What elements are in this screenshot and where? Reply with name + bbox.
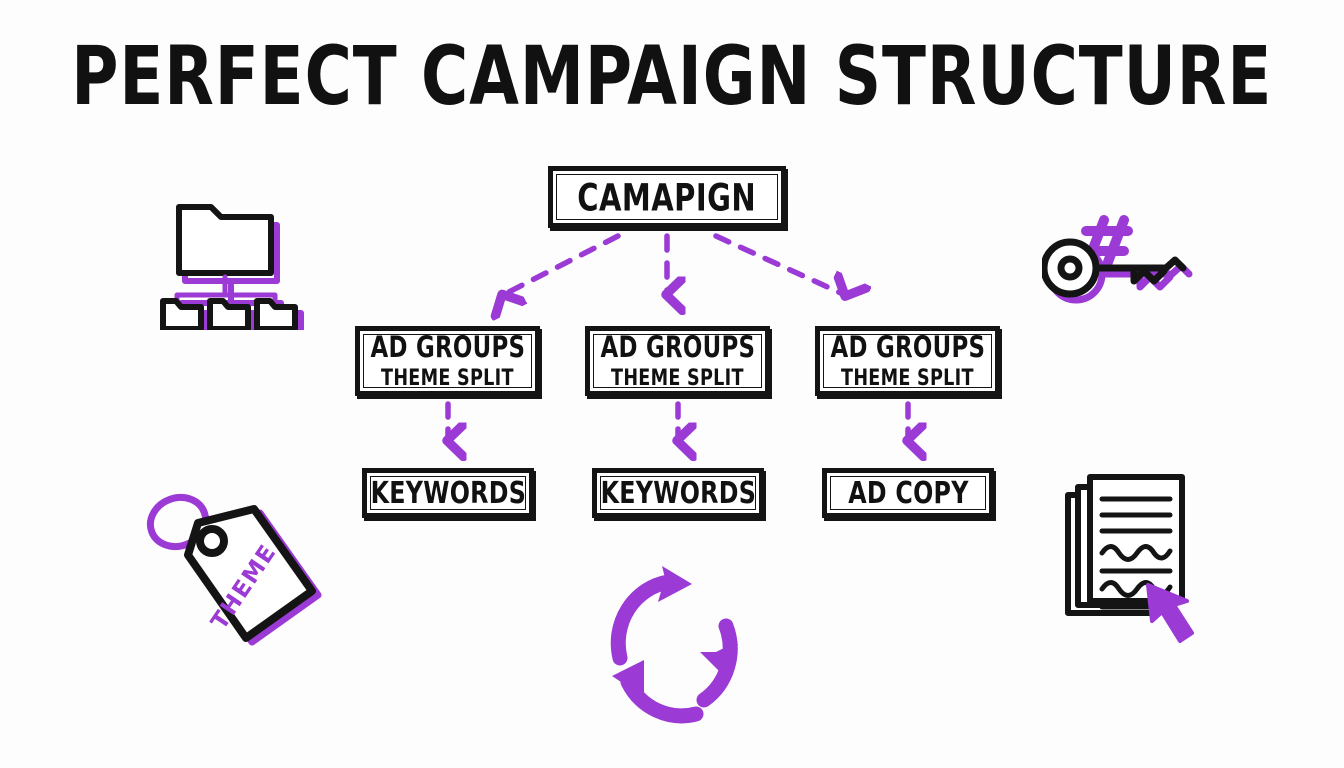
ad-copy-node[interactable]: AD COPY — [822, 468, 994, 518]
ad-group-subtitle: THEME SPLIT — [841, 363, 974, 391]
ad-group-subtitle: THEME SPLIT — [611, 363, 744, 391]
keywords-node-2[interactable]: KEYWORDS — [592, 468, 764, 518]
leaf-node-label: KEYWORDS — [370, 475, 526, 511]
folder-hierarchy-icon — [160, 204, 304, 330]
key-hash-icon — [1042, 215, 1193, 304]
page-title: PERFECT CAMPAIGN STRUCTURE — [71, 28, 1273, 124]
ad-group-node-3[interactable]: AD GROUPS THEME SPLIT — [815, 326, 1000, 396]
leaf-node-label: AD COPY — [847, 475, 969, 511]
circular-refresh-arrows-icon — [610, 566, 738, 724]
campaign-node-label: CAMAPIGN — [577, 175, 757, 219]
ad-group-node-2[interactable]: AD GROUPS THEME SPLIT — [585, 326, 770, 396]
ad-group-title: AD GROUPS — [370, 331, 525, 365]
leaf-node-label: KEYWORDS — [600, 475, 756, 511]
campaign-node[interactable]: CAMAPIGN — [548, 166, 786, 228]
price-tag-icon: THEME — [146, 493, 322, 646]
ad-group-title: AD GROUPS — [830, 331, 985, 365]
ad-group-title: AD GROUPS — [600, 331, 755, 365]
stacked-documents-cursor-icon — [1065, 474, 1194, 643]
title-row: PERFECT CAMPAIGN STRUCTURE — [0, 26, 1344, 126]
ad-group-node-1[interactable]: AD GROUPS THEME SPLIT — [355, 326, 540, 396]
keywords-node-1[interactable]: KEYWORDS — [362, 468, 534, 518]
ad-group-subtitle: THEME SPLIT — [381, 363, 514, 391]
